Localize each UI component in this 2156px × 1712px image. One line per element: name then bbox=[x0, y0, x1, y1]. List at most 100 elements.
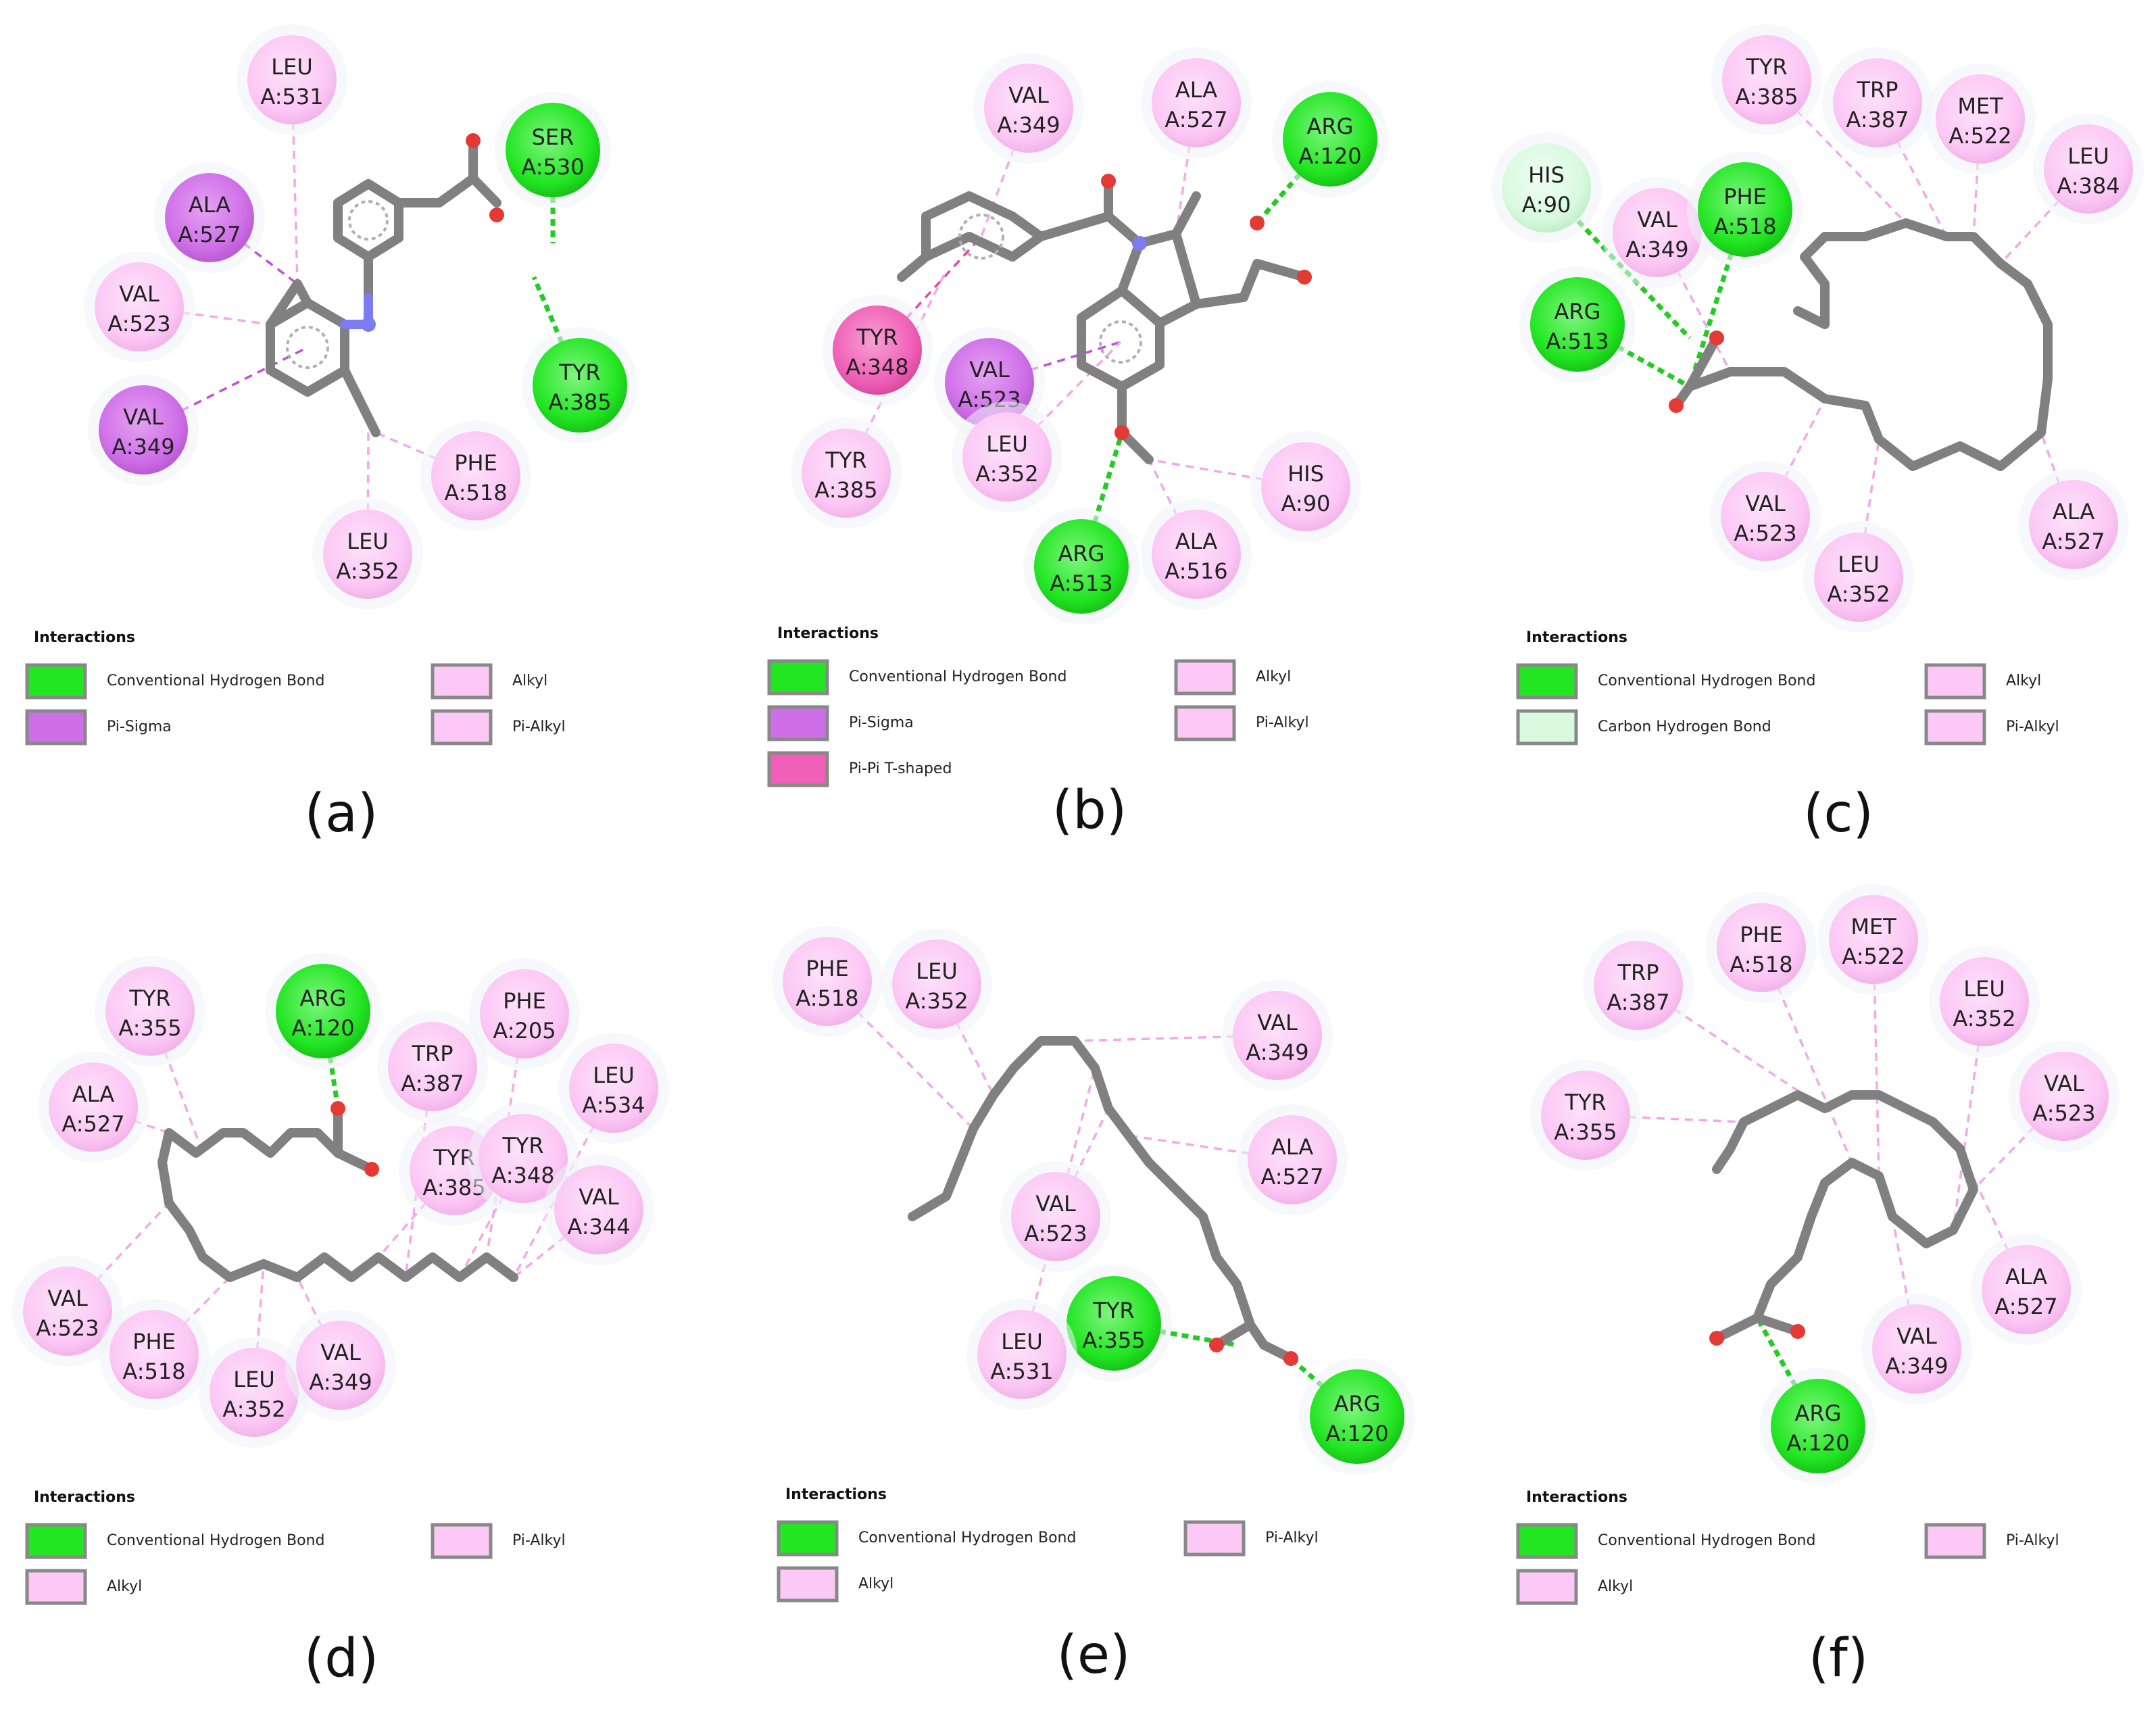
residue-id: A:518 bbox=[1730, 952, 1792, 977]
legend-label: Alkyl bbox=[2006, 672, 2041, 689]
residue-id: A:349 bbox=[1625, 237, 1688, 262]
residue-disc bbox=[1814, 533, 1903, 622]
nitrogen-atom bbox=[361, 317, 376, 332]
residue-disc bbox=[296, 1321, 385, 1410]
residue-id: A:516 bbox=[1165, 558, 1227, 584]
residue-name: VAL bbox=[320, 1340, 361, 1365]
interaction-line bbox=[531, 276, 583, 387]
residue-id: A:349 bbox=[1246, 1040, 1308, 1065]
interaction-line bbox=[1006, 341, 1122, 458]
interaction-line bbox=[1585, 1114, 1744, 1123]
legend-swatch-pi-sigma bbox=[25, 709, 87, 745]
residue-disc bbox=[1233, 991, 1322, 1080]
residue-id: A:120 bbox=[291, 1015, 354, 1041]
residues-layer: LEUA:531SERA:530ALAA:527VALA:523TYRA:385… bbox=[12, 24, 2144, 1484]
residue-id: A:352 bbox=[222, 1396, 285, 1422]
residue-name: LEU bbox=[271, 54, 312, 80]
residue-disc bbox=[1698, 162, 1792, 257]
residue-name: VAL bbox=[1008, 82, 1049, 108]
legend-swatch-conventional-hbond bbox=[1516, 663, 1578, 700]
residue-name: PHE bbox=[806, 956, 849, 981]
aromatic-ring bbox=[1099, 320, 1142, 364]
residue-id: A:120 bbox=[1786, 1430, 1849, 1456]
residue-disc bbox=[1717, 903, 1806, 992]
residue-name: LEU bbox=[233, 1367, 274, 1392]
legend-label: Alkyl bbox=[107, 1578, 142, 1595]
residue-disc bbox=[165, 173, 254, 262]
residue-name: VAL bbox=[1896, 1323, 1937, 1349]
residue-name: LEU bbox=[916, 958, 957, 984]
oxygen-atom bbox=[1101, 174, 1116, 189]
panel-label: (c) bbox=[1803, 783, 1873, 844]
oxygen-atom bbox=[1114, 425, 1129, 440]
oxygen-atom bbox=[1790, 1324, 1805, 1339]
residue-id: A:527 bbox=[1260, 1164, 1323, 1190]
legend-label: Alkyl bbox=[1256, 668, 1291, 685]
residue-name: TRP bbox=[1856, 77, 1898, 103]
residue-id: A:348 bbox=[491, 1163, 554, 1188]
residue-name: TRP bbox=[1617, 960, 1659, 985]
oxygen-atom bbox=[466, 133, 481, 148]
residue-name: PHE bbox=[1740, 922, 1783, 948]
residue-disc bbox=[109, 1310, 199, 1399]
residue-name: VAL bbox=[969, 357, 1010, 383]
residue-disc bbox=[1936, 74, 2025, 164]
residue-name: ARG bbox=[1795, 1400, 1842, 1426]
residue-name: VAL bbox=[1035, 1191, 1076, 1217]
residue-name: HIS bbox=[1288, 461, 1324, 487]
residue-disc bbox=[1771, 1379, 1865, 1473]
residue-disc bbox=[1152, 58, 1241, 147]
residue-disc bbox=[2044, 124, 2133, 214]
oxygen-atom bbox=[1709, 1331, 1724, 1346]
interaction-line bbox=[1576, 322, 1691, 389]
residue-name: PHE bbox=[503, 988, 546, 1014]
ligand-bond bbox=[1104, 191, 1201, 248]
residue-name: VAL bbox=[47, 1286, 88, 1311]
legend-swatch-conventional-hbond bbox=[1516, 1523, 1578, 1559]
residue-name: VAL bbox=[1637, 207, 1677, 233]
ligand-bond bbox=[897, 252, 931, 282]
interaction-line bbox=[1857, 439, 1880, 578]
legend-label: Pi-Alkyl bbox=[1256, 714, 1309, 731]
residue-name: TYR bbox=[501, 1133, 543, 1158]
ligand-bond bbox=[921, 191, 1046, 262]
ligand-bond bbox=[1117, 382, 1154, 464]
residue-id: A:355 bbox=[1082, 1327, 1145, 1353]
residue-name: LEU bbox=[986, 431, 1027, 457]
residue-disc bbox=[1833, 58, 1922, 147]
residue-disc bbox=[533, 338, 627, 433]
residue-id: A:527 bbox=[1165, 107, 1227, 132]
residue-disc bbox=[1721, 472, 1810, 561]
legend-swatch-conventional-hbond bbox=[25, 663, 87, 700]
panel-label: (d) bbox=[304, 1628, 378, 1689]
residue-name: TRP bbox=[411, 1041, 453, 1067]
residue-phe-a-518: PHE A:518 bbox=[1706, 892, 1817, 1003]
legend-label: Pi-Alkyl bbox=[1265, 1530, 1319, 1546]
residue-name: ARG bbox=[1058, 541, 1105, 566]
ligand-bond bbox=[1036, 178, 1113, 241]
residue-disc bbox=[1594, 941, 1683, 1030]
residue-id: A:355 bbox=[118, 1015, 181, 1041]
residue-disc bbox=[1152, 510, 1241, 599]
legend-label: Conventional Hydrogen Bond bbox=[1598, 1532, 1815, 1549]
interaction-line bbox=[1148, 458, 1306, 488]
residue-name: HIS bbox=[1528, 162, 1565, 188]
legend-label: Pi-Alkyl bbox=[2006, 1532, 2059, 1549]
oxygen-atom bbox=[1297, 270, 1312, 285]
panel-label: (b) bbox=[1052, 780, 1127, 841]
